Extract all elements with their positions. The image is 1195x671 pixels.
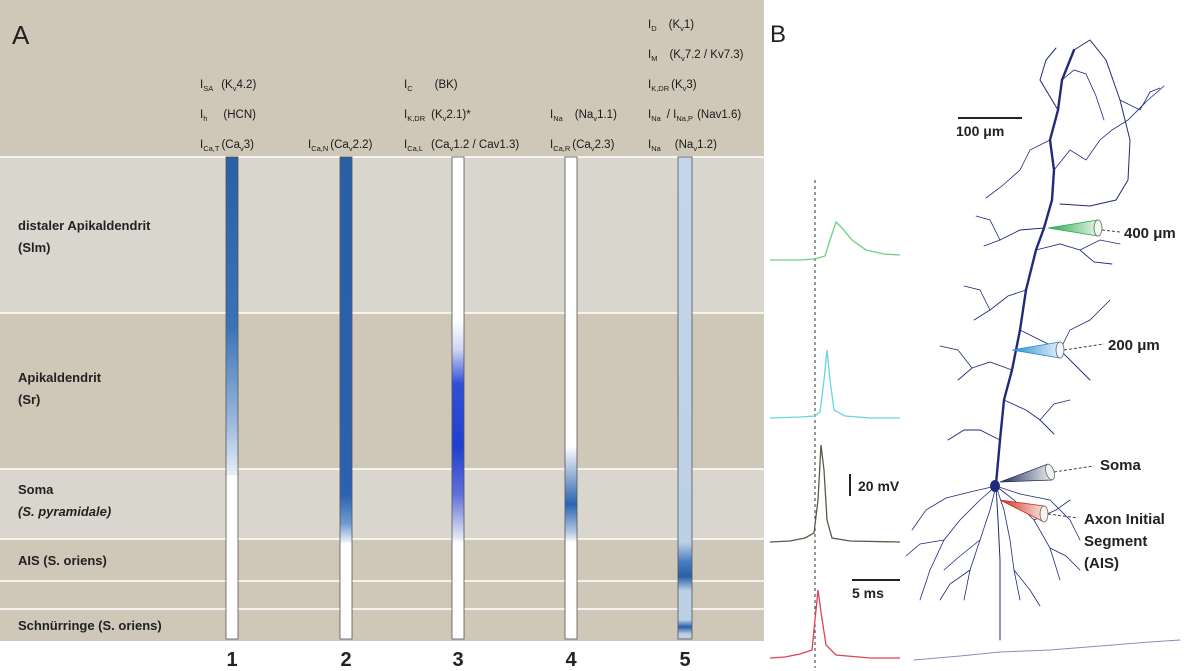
trace-200um	[769, 349, 900, 419]
label-200um: 200 μm	[1108, 337, 1160, 354]
region-label: (Sr)	[18, 392, 40, 407]
region-label: (Slm)	[18, 240, 51, 255]
column-number: 3	[452, 649, 463, 671]
label-400um: 400 μm	[1124, 225, 1176, 242]
trace-ais	[769, 589, 900, 659]
label-ais-line3: (AIS)	[1084, 555, 1119, 572]
expression-bar-2	[339, 156, 353, 640]
region-label: (S. pyramidale)	[18, 504, 111, 519]
channel-label: IK,DR(Kv2.1)*	[404, 109, 471, 123]
column-number: 2	[340, 649, 351, 671]
expression-bar-5	[677, 156, 693, 640]
voltage-traces	[769, 180, 901, 668]
soma-body	[990, 480, 1000, 492]
channel-label: ICa,L(Cav1.2 / Cav1.3)	[404, 139, 519, 153]
region-label: Apikaldendrit	[18, 370, 102, 385]
electrode-labels: 400 μm 200 μm Soma Axon Initial Segment …	[1047, 225, 1176, 572]
recording-electrodes	[999, 219, 1103, 523]
expression-bar-3	[451, 156, 465, 640]
region-label: distaler Apikaldendrit	[18, 218, 151, 233]
expression-bar-4	[564, 156, 578, 640]
neuron-drawing	[905, 39, 1181, 661]
electrode-soma	[999, 463, 1053, 483]
electrode-400um	[1047, 219, 1099, 237]
panel-b-letter: B	[770, 21, 786, 48]
column-number: 1	[226, 649, 237, 671]
voltage-scale-label: 20 mV	[858, 478, 900, 494]
trace-soma	[769, 444, 901, 543]
trace-400um	[770, 220, 901, 261]
expression-bars	[225, 156, 693, 640]
column-number: 4	[565, 649, 577, 671]
expression-bar-1	[225, 156, 239, 640]
label-ais-line2: Segment	[1084, 533, 1147, 550]
electrode-200um	[1011, 341, 1061, 359]
label-ais-line1: Axon Initial	[1084, 511, 1165, 528]
trace-scale-bars: 20 mV 5 ms 100 μm	[849, 117, 1022, 601]
region-label: Soma	[18, 482, 54, 497]
region-labels: distaler Apikaldendrit (Slm) Apikaldendr…	[18, 218, 162, 633]
label-soma: Soma	[1100, 457, 1142, 474]
panel-a-letter: A	[12, 20, 30, 50]
panel-a-background	[0, 0, 764, 641]
electrode-ais	[999, 499, 1045, 523]
time-scale-label: 5 ms	[852, 585, 884, 601]
channel-label: IM(Kv7.2 / Kv7.3)	[648, 49, 744, 63]
neuron-scale-label: 100 μm	[956, 123, 1004, 139]
column-numbers: 1 2 3 4 5	[226, 649, 690, 671]
column-number: 5	[679, 649, 690, 671]
region-label: Schnürringe (S. oriens)	[18, 618, 162, 633]
region-label: AIS (S. oriens)	[18, 553, 107, 568]
